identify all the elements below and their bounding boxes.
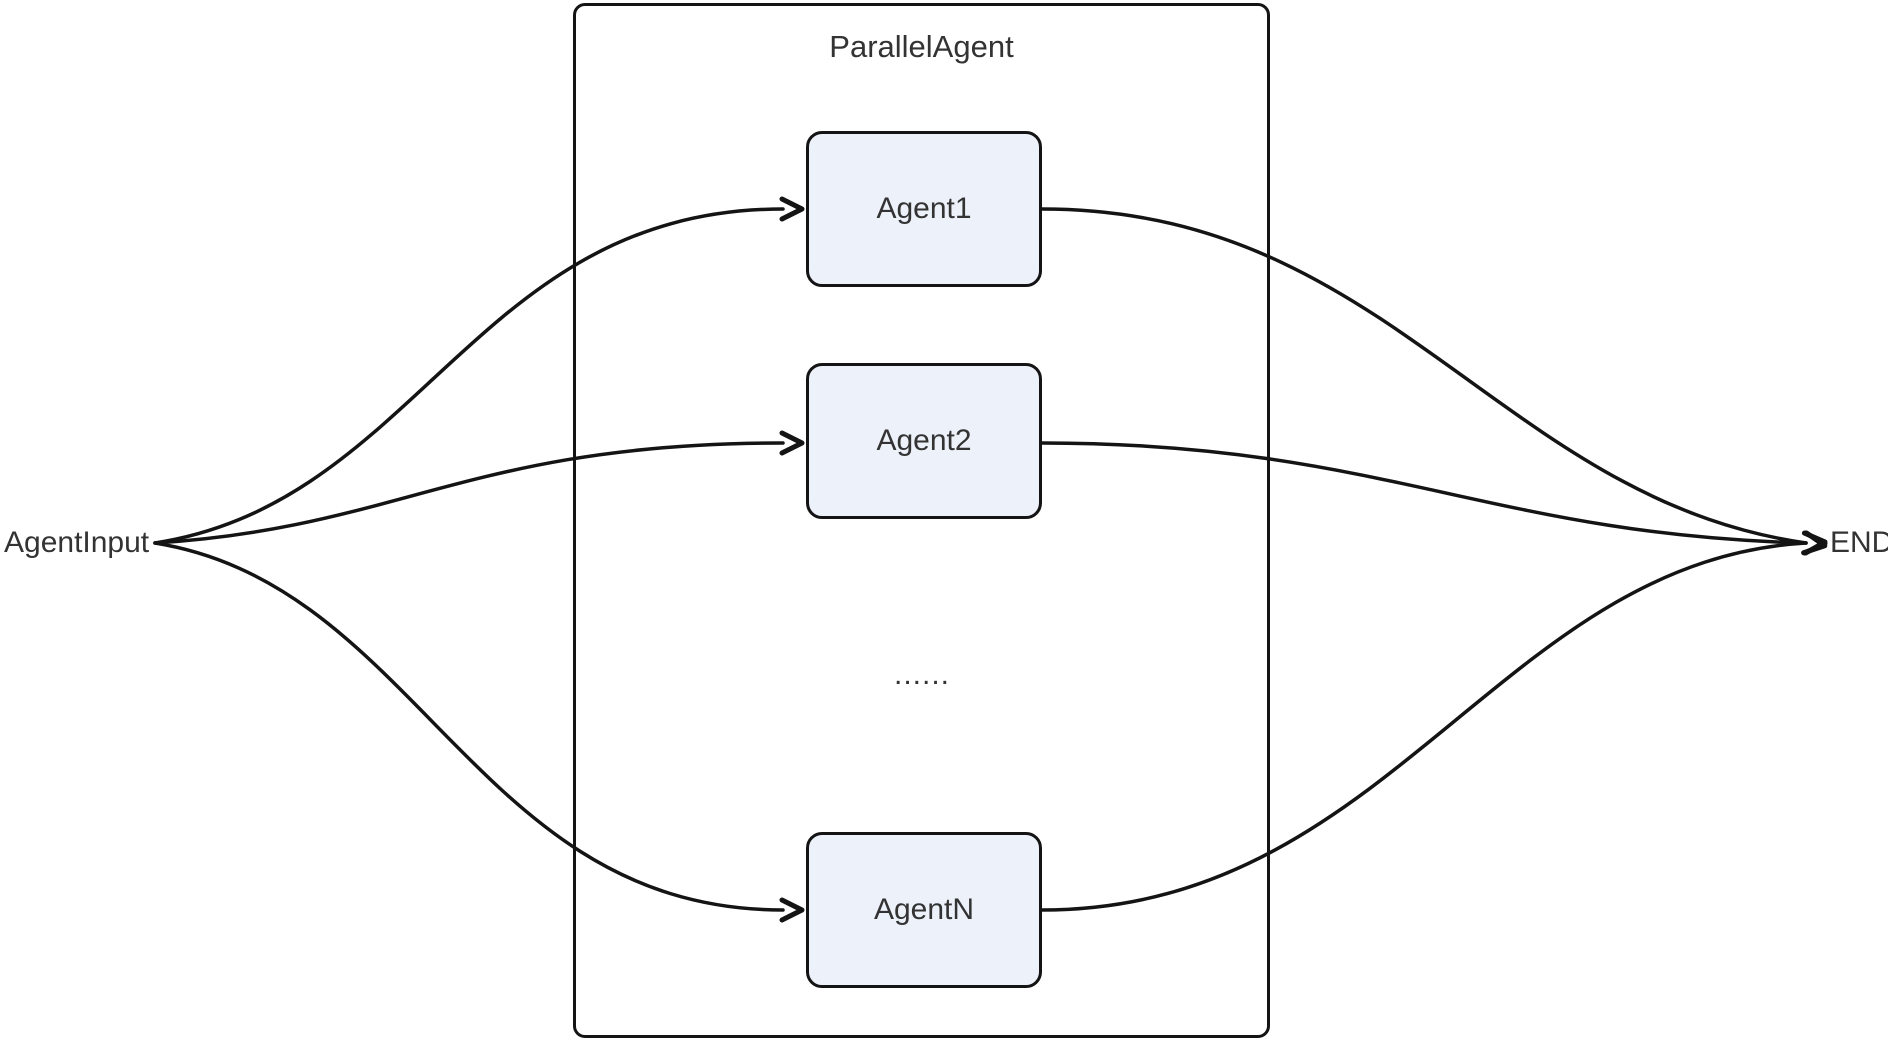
node-agent1: Agent1 — [806, 131, 1042, 287]
node-agentn-label: AgentN — [873, 893, 975, 926]
node-agent1-label: Agent1 — [876, 192, 972, 225]
node-agent2: Agent2 — [806, 363, 1042, 519]
node-agentn: AgentN — [806, 832, 1042, 988]
more-agents-ellipsis: ...... — [893, 658, 950, 691]
node-agent2-label: Agent2 — [876, 424, 972, 457]
parallel-agent-title: ParallelAgent — [829, 29, 1014, 64]
end-label: END — [1830, 526, 1888, 559]
agent-input-label: AgentInput — [4, 526, 150, 559]
